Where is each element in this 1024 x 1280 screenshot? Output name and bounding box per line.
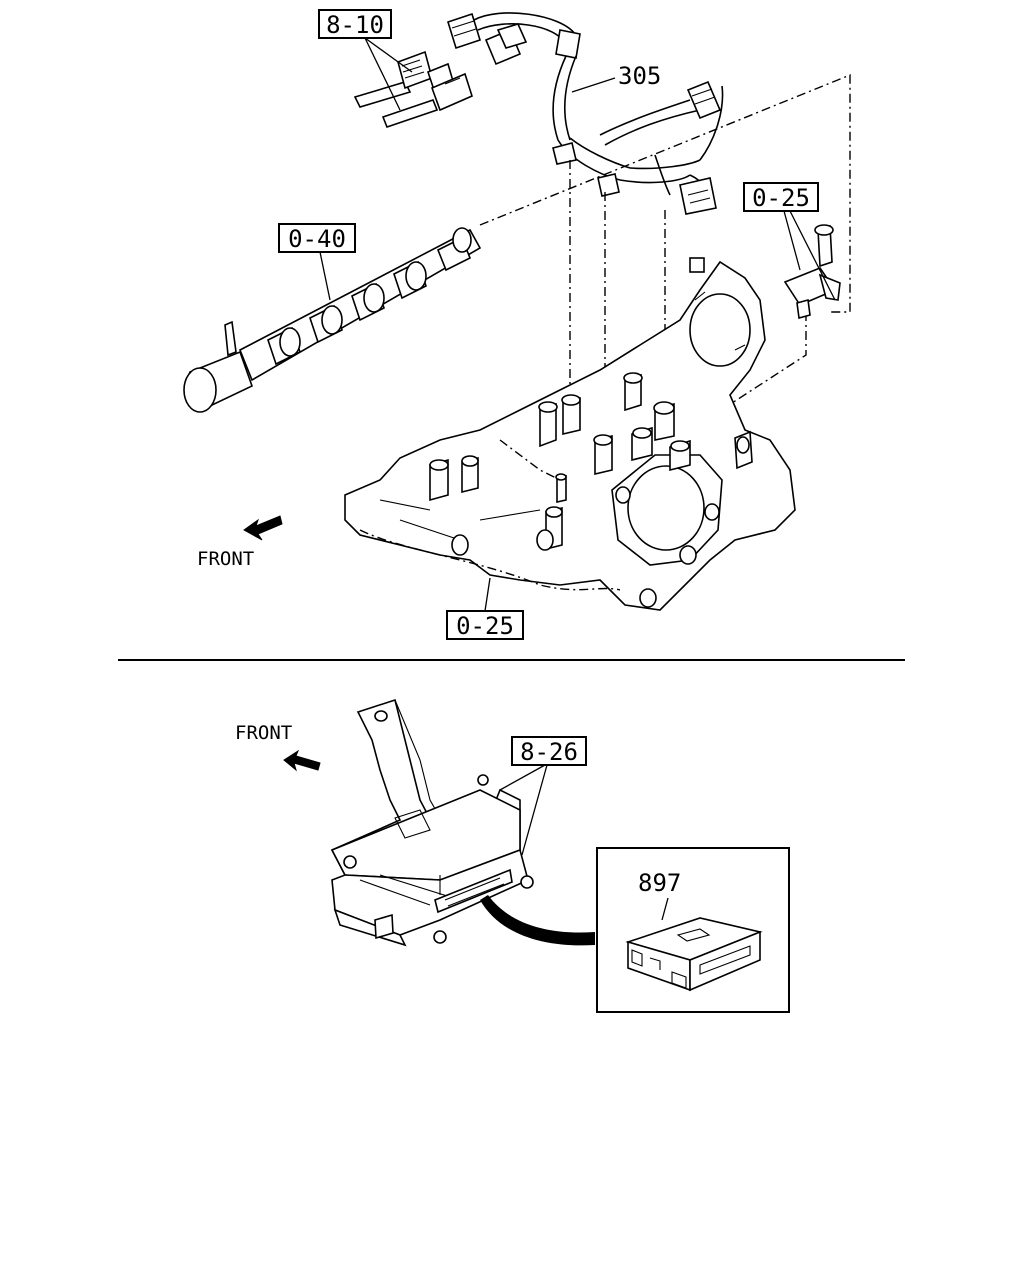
wiring-harness: 305 (447, 12, 724, 215)
ecu-module (625, 917, 763, 992)
connector-pair (353, 50, 473, 129)
front-label-upper: FRONT (197, 548, 254, 570)
map-sensor: 0-25 (743, 182, 841, 320)
ecu-detail-box: 897 (596, 847, 790, 1013)
callout-8-10: 8-10 (318, 9, 413, 111)
callout-0-25-sensor: 0-25 (752, 184, 810, 212)
callout-305: 305 (618, 62, 661, 90)
injector-2 (309, 304, 343, 344)
callout-897: 897 (638, 869, 681, 897)
upper-view: 8-10 (183, 9, 851, 640)
lower-view: FRONT 8-26 (235, 698, 790, 1013)
injector-1 (267, 326, 301, 366)
callout-0-25-manifold: 0-25 (456, 612, 514, 640)
front-indicator-lower: FRONT (235, 722, 321, 772)
front-label-lower: FRONT (235, 722, 292, 744)
injector-4 (393, 260, 427, 300)
intake-manifold: 0-25 (344, 257, 796, 640)
injector-rail: 0-40 (183, 223, 482, 413)
detail-pointer (480, 895, 595, 946)
injector-3 (351, 282, 385, 322)
callout-8-26: 8-26 (520, 738, 578, 766)
callout-0-40: 0-40 (288, 225, 346, 253)
front-arrow-icon (283, 749, 321, 772)
front-indicator-upper: FRONT (197, 515, 283, 570)
callout-label: 8-10 (326, 11, 384, 39)
ecu-bracket-assembly: 8-26 (330, 698, 595, 947)
front-arrow-icon (243, 515, 283, 541)
